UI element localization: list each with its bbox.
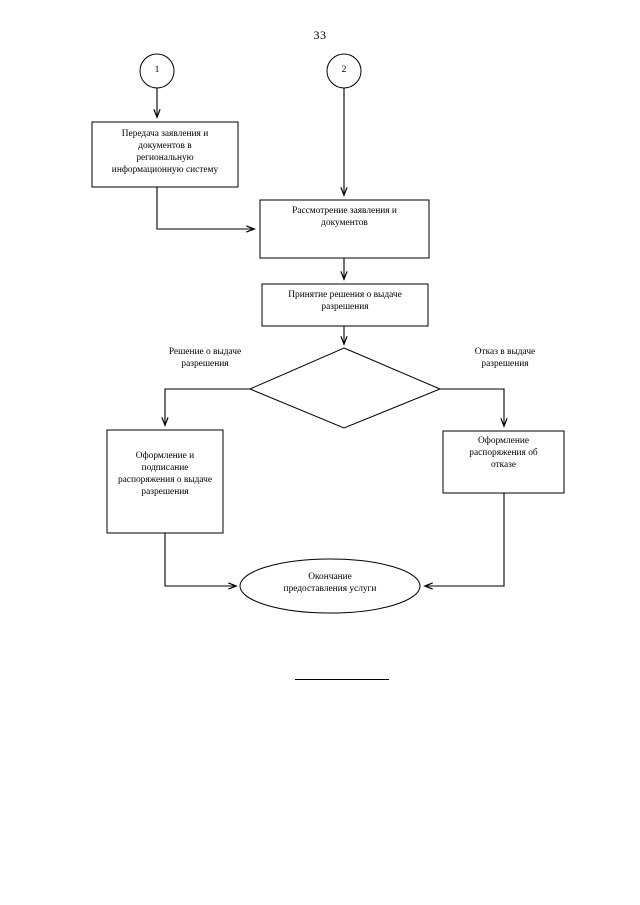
label-line: распоряжения об: [469, 448, 538, 459]
label-line: распоряжения о выдаче: [117, 475, 213, 486]
label-line: Решение о выдаче: [168, 347, 242, 357]
decision-diamond: [248, 347, 442, 429]
label-line: документов: [321, 218, 368, 229]
connector-circle-1-label: 1: [141, 64, 173, 76]
page-number: 33: [313, 28, 327, 42]
label-line: предоставления услуги: [283, 584, 377, 595]
label-line: разрешения: [321, 302, 369, 313]
label-line: Отказ в выдаче: [474, 347, 536, 357]
label-line: Оформление и: [135, 451, 195, 461]
process-box-review-application: [259, 199, 430, 259]
connector-right-box-to-end: [425, 493, 505, 586]
label-line: документов в: [138, 141, 192, 152]
label-process-box-decision-making: Принятие решения о выдаче разрешения: [262, 289, 428, 313]
process-box-decision-making: [261, 283, 429, 327]
label-line: Принятие решения о выдаче: [288, 290, 402, 300]
label-line: 1: [154, 65, 160, 75]
label-process-box-refusal-order: Оформление распоряжения об отказе: [443, 435, 564, 471]
connector-circle-2-label: 2: [328, 64, 360, 76]
process-box-refusal-order: [442, 430, 565, 494]
edge-label-permit-refused: Отказ в выдаче разрешения: [440, 346, 570, 370]
footer-divider-rule: [295, 679, 389, 680]
label-process-box-submit-application: Передача заявления и документов в регион…: [92, 128, 238, 176]
terminator-end-of-service: [239, 558, 421, 614]
label-line: отказе: [490, 460, 517, 471]
label-line: информационную систему: [111, 165, 219, 176]
label-line: региональную: [136, 153, 194, 164]
label-process-box-issue-permit-order: Оформление и подписание распоряжения о в…: [105, 450, 225, 498]
label-line: 2: [341, 65, 347, 75]
label-terminator-end-of-service: Окончание предоставления услуги: [240, 571, 420, 595]
connector-box1-to-box2: [156, 187, 254, 229]
label-line: разрешения: [481, 359, 529, 370]
label-line: Рассмотрение заявления и: [292, 206, 397, 216]
label-process-box-review-application: Рассмотрение заявления и документов: [260, 205, 429, 229]
process-box-issue-permit-order: [106, 429, 224, 534]
connector-left-box-to-end: [164, 533, 236, 586]
edge-label-permit-granted: Решение о выдаче разрешения: [140, 346, 270, 370]
label-line: подписание: [141, 463, 189, 474]
label-line: разрешения: [181, 359, 229, 370]
label-line: Оформление: [477, 436, 530, 446]
connector-diamond-to-right-box: [440, 388, 504, 426]
label-line: разрешения: [141, 487, 189, 498]
label-line: Передача заявления и: [121, 129, 209, 139]
process-box-submit-application: [91, 121, 239, 188]
label-line: Окончание: [308, 572, 352, 582]
connector-diamond-to-left-box: [165, 388, 250, 425]
